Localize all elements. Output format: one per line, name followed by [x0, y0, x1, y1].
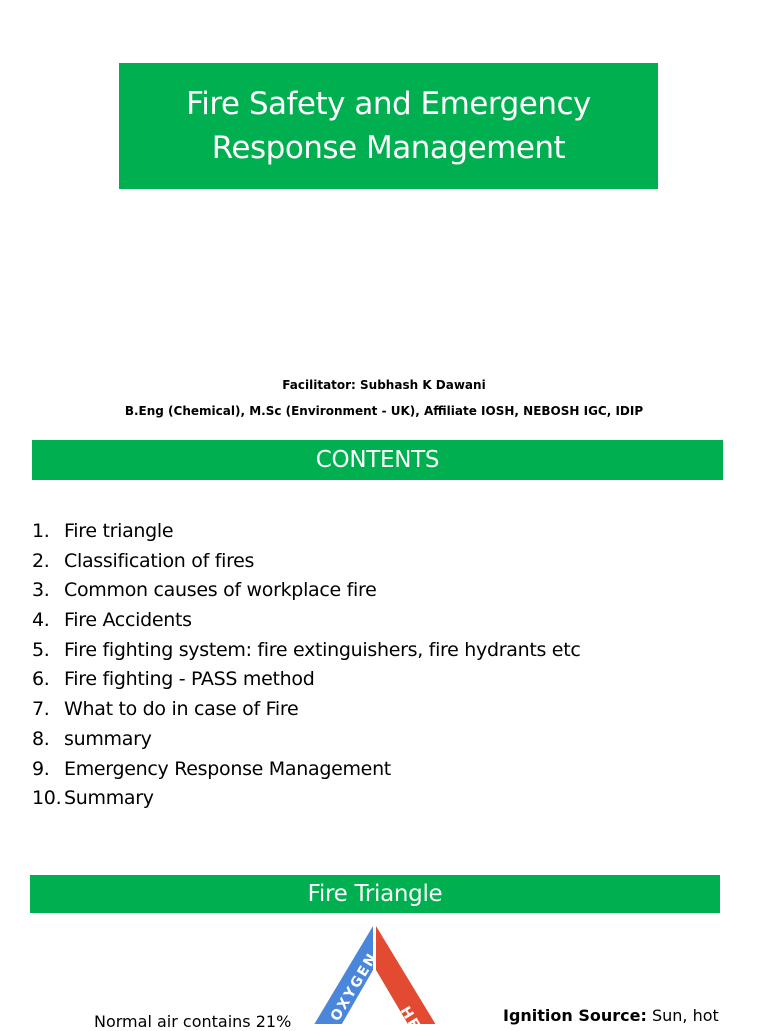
list-item-number: 3.: [32, 579, 50, 602]
list-item-number: 2.: [32, 549, 50, 572]
list-item-text: Summary: [64, 787, 154, 810]
list-item-number: 1.: [32, 520, 50, 542]
oxygen-description: Normal air contains 21%: [94, 1012, 292, 1031]
list-item-number: 5.: [32, 638, 50, 661]
list-item-number: 9.: [32, 757, 50, 780]
contents-banner: CONTENTS: [32, 440, 723, 480]
page-title: Fire Safety and Emergency Response Manag…: [186, 82, 591, 170]
title-line-1: Fire Safety and Emergency: [186, 86, 591, 122]
list-item-text: summary: [64, 727, 152, 750]
list-item-text: Fire fighting system: fire extinguishers…: [64, 638, 581, 661]
list-item: 9. Emergency Response Management: [32, 754, 581, 784]
list-item: 3. Common causes of workplace fire: [32, 575, 581, 605]
contents-heading: CONTENTS: [315, 447, 440, 473]
list-item-number: 8.: [32, 727, 50, 750]
list-item: 10.Summary: [32, 783, 581, 813]
list-item-text: Classification of fires: [64, 549, 255, 572]
list-item: 6. Fire fighting - PASS method: [32, 664, 581, 694]
list-item-text: Common causes of workplace fire: [64, 579, 377, 602]
fire-triangle-heading: Fire Triangle: [307, 881, 443, 907]
list-item-number: 6.: [32, 668, 50, 691]
list-item: 5. Fire fighting system: fire extinguishe…: [32, 635, 581, 665]
list-item: 7. What to do in case of Fire: [32, 694, 581, 724]
list-item-number: 4.: [32, 609, 50, 632]
facilitator-credentials: B.Eng (Chemical), M.Sc (Environment - UK…: [124, 404, 644, 418]
list-item-number: 10.: [32, 787, 62, 810]
list-item: 4. Fire Accidents: [32, 605, 581, 635]
contents-list: 1. Fire triangle 2. Classification of fire…: [32, 516, 581, 813]
list-item: 1. Fire triangle: [32, 516, 581, 546]
list-item-text: What to do in case of Fire: [64, 698, 299, 721]
list-item-text: Emergency Response Management: [64, 757, 391, 780]
title-banner: Fire Safety and Emergency Response Manag…: [119, 63, 658, 189]
ignition-description: Ignition Source: Sun, hot: [503, 1006, 719, 1025]
list-item-text: Fire Accidents: [64, 609, 192, 632]
fire-triangle-banner: Fire Triangle: [30, 875, 720, 913]
list-item: 2. Classification of fires: [32, 546, 581, 576]
ignition-text: Sun, hot: [646, 1006, 719, 1025]
list-item-text: Fire triangle: [64, 520, 174, 542]
list-item: 8. summary: [32, 724, 581, 754]
fire-triangle-diagram: OXYGEN HEAT: [314, 926, 436, 1024]
facilitator-name: Facilitator: Subhash K Dawani: [282, 378, 486, 392]
list-item-text: Fire fighting - PASS method: [64, 668, 315, 691]
ignition-label: Ignition Source:: [503, 1006, 647, 1025]
title-line-2: Response Management: [211, 130, 566, 166]
list-item-number: 7.: [32, 698, 50, 721]
